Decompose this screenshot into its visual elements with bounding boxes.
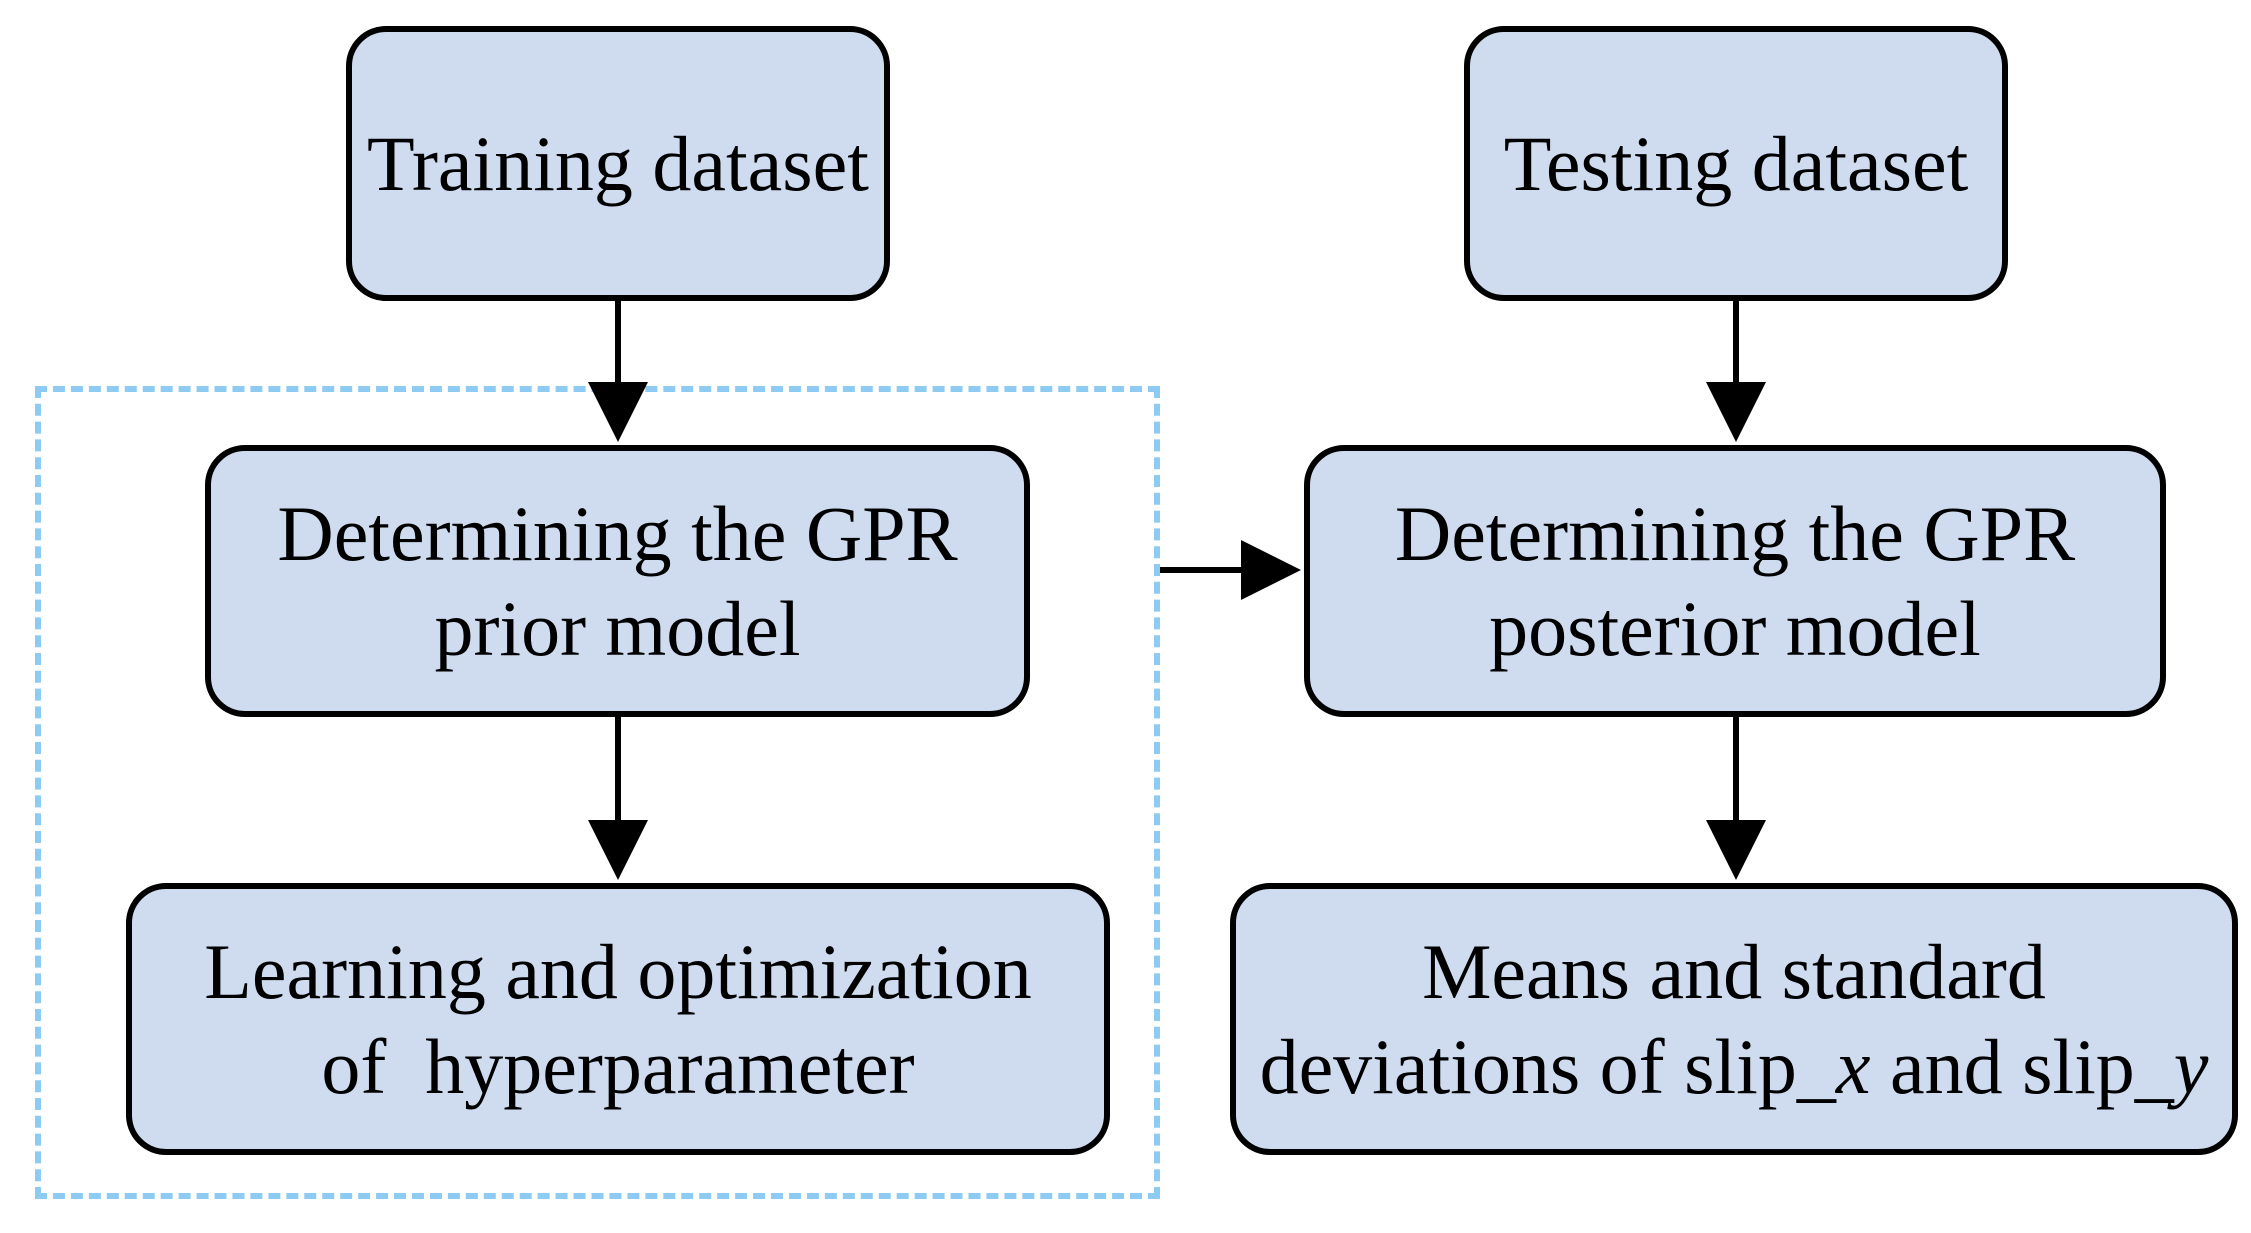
testing-dataset-node: Testing dataset	[1464, 26, 2008, 301]
learning-optimization-line1: Learning and optimization	[204, 927, 1032, 1015]
slip-y-variable: y	[2173, 1023, 2209, 1110]
gpr-posterior-model-node: Determining the GPR posterior model	[1304, 445, 2166, 717]
training-dataset-label: Training dataset	[367, 119, 869, 207]
means-std-deviations-line2: deviations of slip_x and slip_y	[1260, 1019, 2209, 1114]
training-dataset-node: Training dataset	[346, 26, 890, 301]
slip-text-prefix: deviations of slip_	[1259, 1023, 1836, 1110]
gpr-prior-model-line1: Determining the GPR	[277, 489, 958, 577]
slip-x-variable: x	[1835, 1023, 1871, 1110]
means-std-deviations-node: Means and standard deviations of slip_x …	[1230, 883, 2238, 1155]
gpr-posterior-model-line2: posterior model	[1489, 585, 1981, 672]
gpr-prior-model-node: Determining the GPR prior model	[205, 445, 1030, 717]
slip-text-mid: and slip_	[1870, 1023, 2174, 1110]
gpr-prior-model-line2: prior model	[434, 585, 801, 672]
testing-dataset-label: Testing dataset	[1503, 119, 1969, 207]
means-std-deviations-line1: Means and standard	[1422, 927, 2046, 1015]
gpr-posterior-model-line1: Determining the GPR	[1394, 489, 2076, 577]
learning-optimization-line2: of hyperparameter	[321, 1023, 915, 1110]
learning-optimization-node: Learning and optimization of hyperparame…	[126, 883, 1110, 1155]
